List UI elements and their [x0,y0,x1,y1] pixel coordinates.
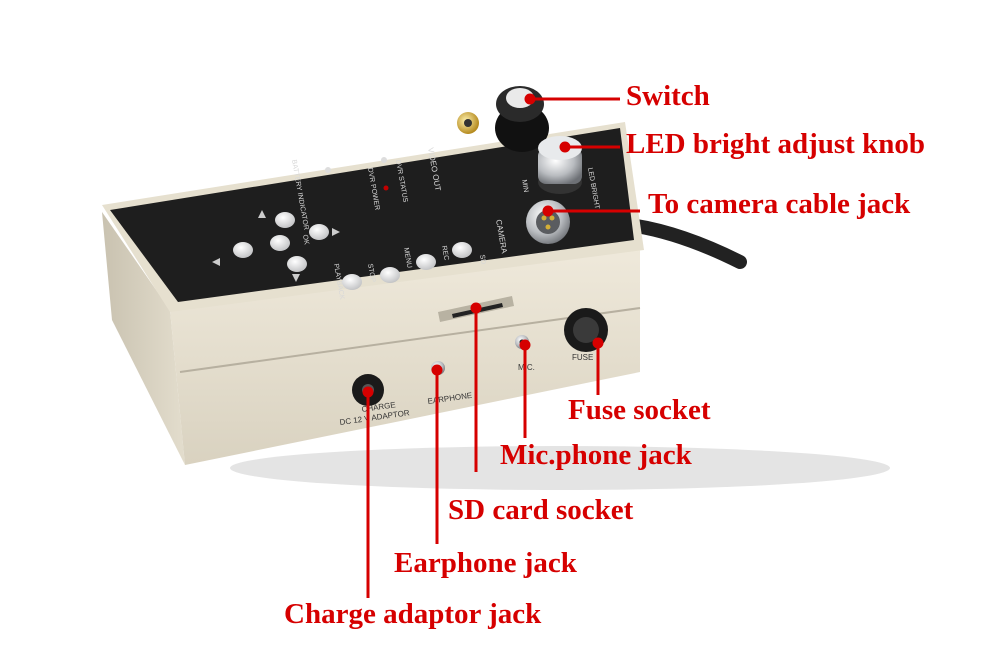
arrow-right-icon [332,228,340,236]
earphone-jack-callout: Earphone jack [394,547,577,579]
box-front [170,248,640,465]
leader-switch-dot [524,93,536,105]
leader-sd-dot [470,302,482,314]
button-rec[interactable] [452,242,472,258]
dvr-status-led [381,157,387,163]
camera-jack-pin [541,215,547,221]
camera-jack-pin [545,224,551,230]
stop-label: STOP [366,263,376,283]
fuse-panel-label: FUSE [572,353,593,362]
box-side [102,212,185,465]
button-menu[interactable] [416,254,436,270]
video-out-jack-hole [464,119,472,127]
fuse-socket-callout: Fuse socket [568,394,711,426]
sd-label: SD [478,254,487,265]
button-stop[interactable] [342,274,362,290]
leader-camera-jack-dot [542,205,554,217]
leader-mic-dot [519,339,531,351]
camera-jack-callout: To camera cable jack [648,188,911,220]
arrow-left-icon [212,258,220,266]
leader-lines [362,93,640,598]
button-right[interactable] [309,224,329,240]
button-left[interactable] [233,242,253,258]
leader-charge-dot [362,386,374,398]
leader-led-knob-dot [559,141,571,153]
leader-fuse-dot [592,337,604,349]
battery-led [325,167,331,173]
charge-jack-callout: Charge adaptor jack [284,598,542,630]
switch-callout: Switch [626,80,710,112]
led-knob-callout: LED bright adjust knob [626,128,925,160]
mic-jack-callout: Mic.phone jack [500,439,692,471]
ok-label: OK [301,234,310,246]
min-label: MIN [520,179,529,193]
button-ok[interactable] [270,235,290,251]
arrow-up-icon [258,210,266,218]
control-panel [110,128,634,302]
leader-earphone-dot [431,364,443,376]
button-down[interactable] [287,256,307,272]
dvr-power-led [383,185,389,191]
camera-cable [623,218,747,269]
arrow-down-icon [292,274,300,282]
menu-label: MENU [402,247,412,269]
button-playback[interactable] [380,267,400,283]
camera-jack-inner [536,210,560,234]
camera-jack-pin [549,215,555,221]
sd-socket-callout: SD card socket [448,494,634,526]
device-shadow [230,446,890,490]
button-up[interactable] [275,212,295,228]
fuse-cap [573,317,599,343]
lid-seam [179,307,641,373]
rec-label: REC [440,245,449,261]
